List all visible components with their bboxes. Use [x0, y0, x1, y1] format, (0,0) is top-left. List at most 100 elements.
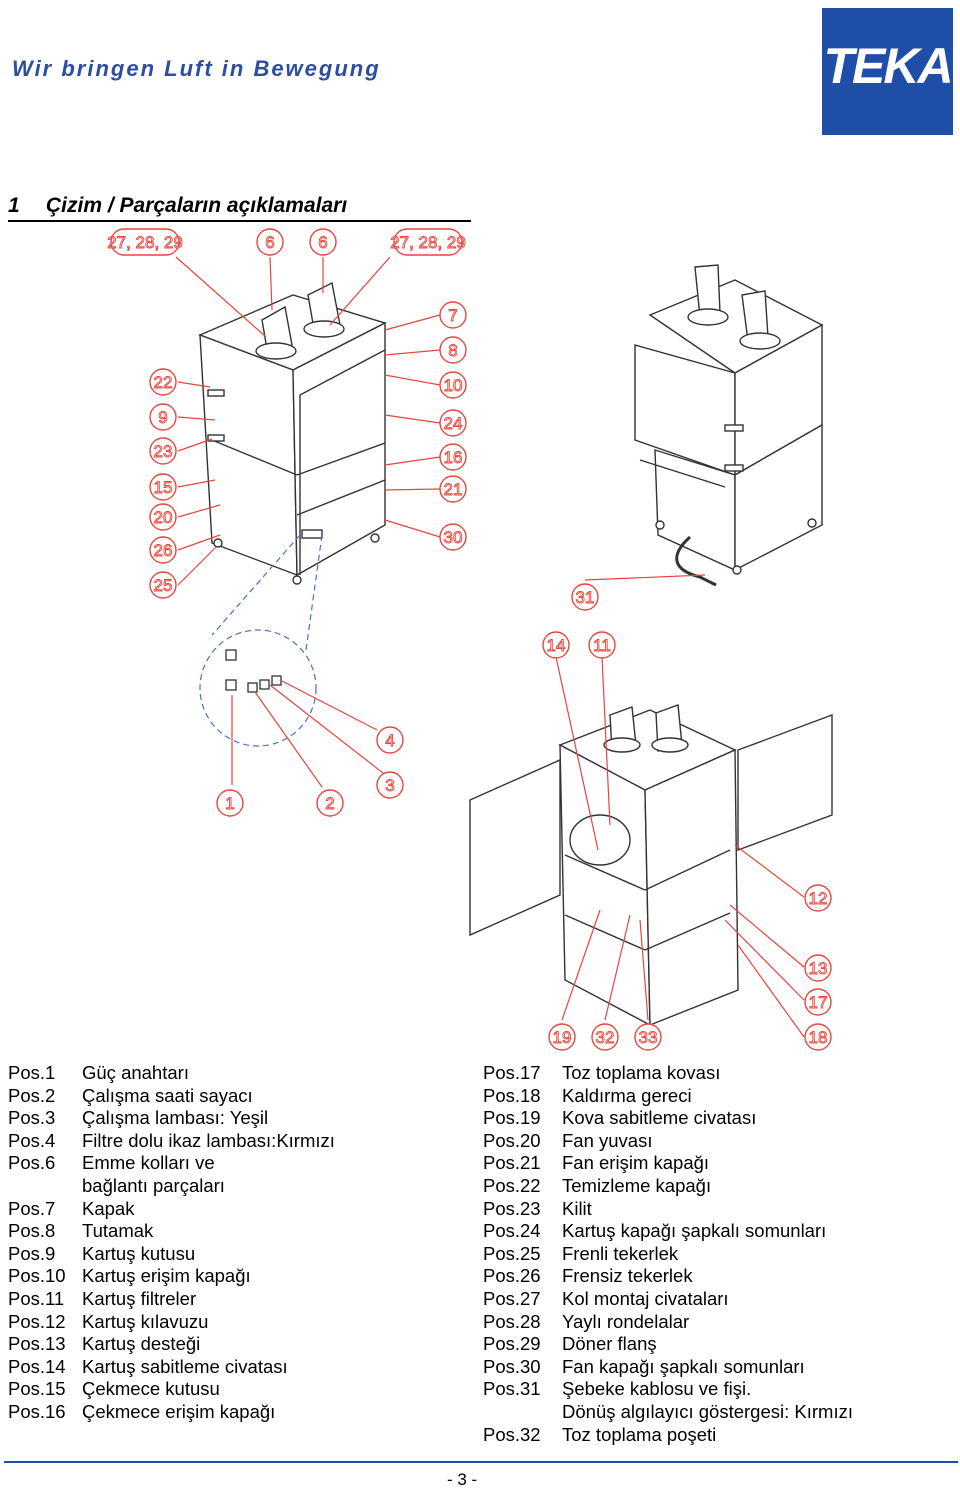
open-door-left: [469, 758, 561, 937]
legend-position: Pos.26: [483, 1265, 541, 1287]
legend-position: Pos.30: [483, 1355, 541, 1377]
legend-description: Emme kolları ve: [82, 1152, 215, 1174]
legend-position: Pos.29: [483, 1333, 541, 1355]
legend-row: Dönüş algılayıcı göstergesi: Kırmızı: [483, 1401, 853, 1424]
callout-bubble: [634, 1023, 662, 1051]
callout-label: 19: [553, 1028, 572, 1047]
legend-position: Pos.3: [8, 1107, 56, 1129]
legend-position: Pos.16: [8, 1400, 66, 1422]
page-number: - 3 -: [447, 1470, 478, 1489]
callout-bubble: [439, 523, 467, 551]
legend-description: Kapak: [82, 1197, 135, 1219]
callout-bubble: [439, 371, 467, 399]
legend-position: Pos.21: [483, 1152, 541, 1174]
machine-closed-front-view: [198, 281, 387, 585]
open-door-right: [737, 713, 833, 852]
legend-description: bağlantı parçaları: [82, 1174, 225, 1196]
callout-label: 2: [325, 794, 334, 813]
callout-bubble: [376, 726, 404, 754]
callout-label: 1: [225, 794, 234, 813]
machine-rear-view: [634, 264, 824, 575]
legend-description: Kol montaj civataları: [562, 1287, 729, 1309]
callout-label: 6: [318, 233, 327, 252]
legend-description: Çekmece kutusu: [82, 1378, 220, 1400]
legend-position: Pos.20: [483, 1129, 541, 1151]
power-cable: [675, 535, 717, 587]
callout-bubble: [149, 536, 177, 564]
teka-logo: TEKA: [822, 8, 954, 135]
legend-description: Kaldırma gereci: [562, 1084, 692, 1106]
callout-label: 11: [593, 636, 611, 655]
legend-description: Frenli tekerlek: [562, 1242, 679, 1264]
callout-bubble: [110, 228, 180, 256]
callout-bubble: [149, 503, 177, 531]
legend-description: Kartuş desteği: [82, 1333, 201, 1355]
callout-label: 4: [385, 731, 394, 750]
callout-bubble: [216, 789, 244, 817]
legend-position: Pos.6: [8, 1152, 56, 1174]
callout-label: 13: [809, 959, 828, 978]
legend-row: Pos.6 Emme kolları ve: [8, 1152, 335, 1175]
legend-position: Pos.8: [8, 1220, 56, 1242]
legend-position: Pos.18: [483, 1084, 541, 1106]
legend-description: Çalışma saati sayacı: [82, 1084, 253, 1106]
section-heading: 1 Çizim / Parçaların açıklamaları: [8, 194, 471, 222]
legend-description: Kova sabitleme civatası: [562, 1107, 757, 1129]
legend-position: Pos.24: [483, 1220, 541, 1242]
legend-position: Pos.11: [8, 1287, 65, 1309]
callout-label: 21: [444, 480, 463, 499]
legend-description: Kartuş kutusu: [82, 1242, 196, 1264]
legend-description: Çalışma lambası: Yeşil: [82, 1107, 269, 1129]
legend-description: Filtre dolu ikaz lambası:Kırmızı: [82, 1129, 335, 1151]
legend-row: bağlantı parçaları: [8, 1175, 335, 1198]
legend-description: Çekmece erişim kapağı: [82, 1400, 276, 1422]
section-number: 1: [8, 194, 20, 217]
callout-bubble: [439, 336, 467, 364]
callout-bubble: [439, 475, 467, 503]
callout-bubble: [804, 988, 832, 1016]
logo-text: TEKA: [823, 38, 953, 94]
legend-description: Fan yuvası: [562, 1129, 653, 1151]
legend-position: Pos.9: [8, 1242, 56, 1264]
legend-description: Şebeke kablosu ve fişi.: [562, 1378, 752, 1400]
legend-row: Pos.9 Kartuş kutusu: [8, 1243, 335, 1266]
callout-bubble: [542, 631, 570, 659]
legend-row: Pos.18 Kaldırma gereci: [483, 1085, 853, 1108]
callout-bubble: [149, 473, 177, 501]
callout-bubble: [548, 1023, 576, 1051]
legend-row: Pos.3 Çalışma lambası: Yeşil: [8, 1107, 335, 1130]
callout-bubble: [256, 228, 284, 256]
legend-position: Pos.25: [483, 1242, 541, 1264]
control-panel-detail: [199, 534, 323, 747]
callout-bubble: [149, 437, 177, 465]
callout-label: 20: [154, 508, 173, 527]
legend-row: Pos.21 Fan erişim kapağı: [483, 1152, 853, 1175]
callout-label: 8: [448, 341, 457, 360]
callout-bubble: [393, 228, 463, 256]
legend-row: Pos.25 Frenli tekerlek: [483, 1243, 853, 1266]
callout-label: 17: [809, 993, 828, 1012]
callout-bubble: [571, 583, 599, 611]
callout-bubble: [316, 789, 344, 817]
legend-description: Fan erişim kapağı: [562, 1152, 710, 1174]
callout-bubble: [588, 631, 616, 659]
legend-position: Pos.10: [8, 1265, 66, 1287]
legend-position: Pos.31: [483, 1378, 541, 1400]
legend-position: Pos.14: [8, 1355, 66, 1377]
callout-label: 7: [448, 306, 457, 325]
legend-description: Kilit: [562, 1197, 592, 1219]
callout-bubble: [804, 954, 832, 982]
section-title: Çizim / Parçaların açıklamaları: [46, 194, 348, 217]
